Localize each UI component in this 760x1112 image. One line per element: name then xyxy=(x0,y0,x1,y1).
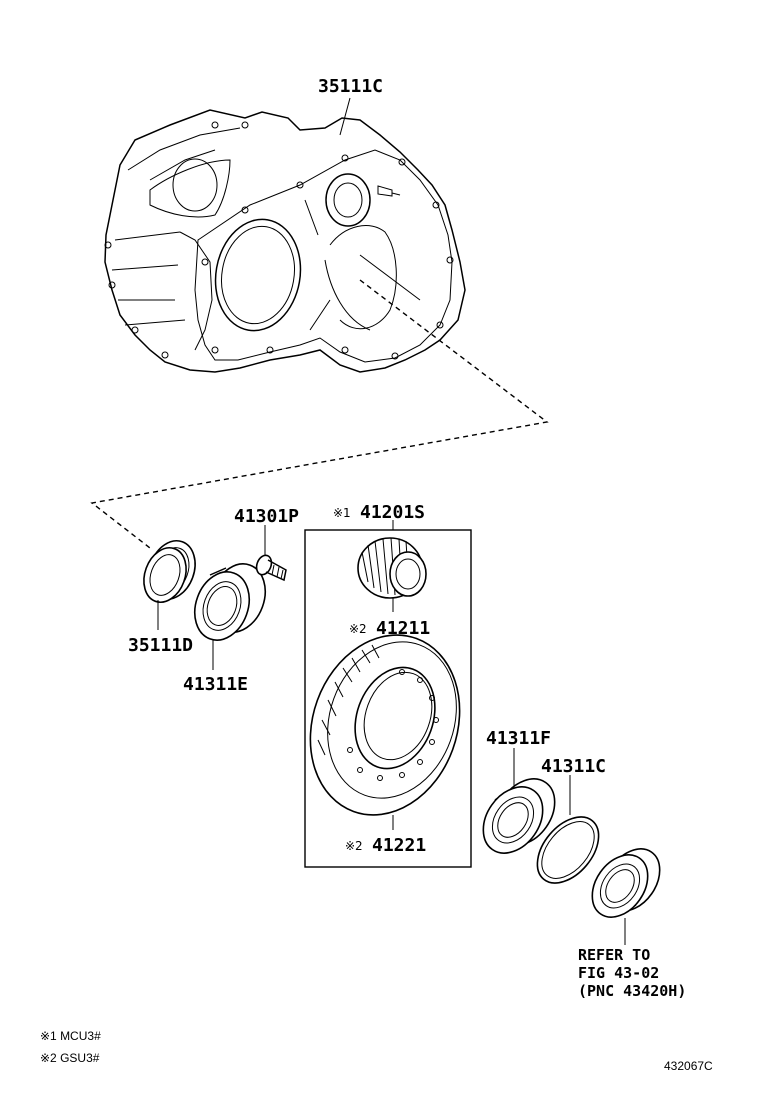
assembly-dashed-line xyxy=(90,279,549,549)
part-41221-label: 41221 xyxy=(372,835,426,856)
part-41211-label: 41211 xyxy=(376,618,430,639)
leader-35111C xyxy=(339,97,351,136)
refer-line-1: REFER TO xyxy=(578,946,650,964)
ring-gear-note-mark: ※2 xyxy=(345,839,363,853)
footnote-1: ※1 MCU3# xyxy=(40,1029,101,1043)
part-35111D-label: 35111D xyxy=(128,635,193,656)
refer-line-2: FIG 43-02 xyxy=(578,964,659,982)
bearing-left-illustration xyxy=(193,563,267,641)
pinion-gear-illustration xyxy=(357,537,427,599)
part-41301P-label: 41301P xyxy=(234,506,299,527)
part-35111C-label: 35111C xyxy=(318,76,383,97)
ring-gear-illustration xyxy=(309,634,461,816)
part-41311C-label: 41311C xyxy=(541,756,606,777)
part-41311E-label: 41311E xyxy=(183,674,248,695)
referenced-bearing-illustration xyxy=(591,848,661,918)
figure-code: 432067C xyxy=(664,1059,713,1073)
footnote-2: ※2 GSU3# xyxy=(40,1051,100,1065)
part-41201S-label: 41201S xyxy=(360,502,425,523)
bearing-right-illustration xyxy=(482,778,556,854)
refer-line-3: (PNC 43420H) xyxy=(578,982,686,1000)
shim-illustration xyxy=(536,816,600,884)
kit-bounding-box xyxy=(304,529,472,868)
transaxle-case-illustration xyxy=(104,109,466,373)
bolt-illustration xyxy=(255,554,287,582)
oil-seal-illustration xyxy=(143,540,196,603)
part-41311F-label: 41311F xyxy=(486,728,551,749)
pinion-note-mark: ※2 xyxy=(349,622,367,636)
kit-note-mark: ※1 xyxy=(333,506,351,520)
